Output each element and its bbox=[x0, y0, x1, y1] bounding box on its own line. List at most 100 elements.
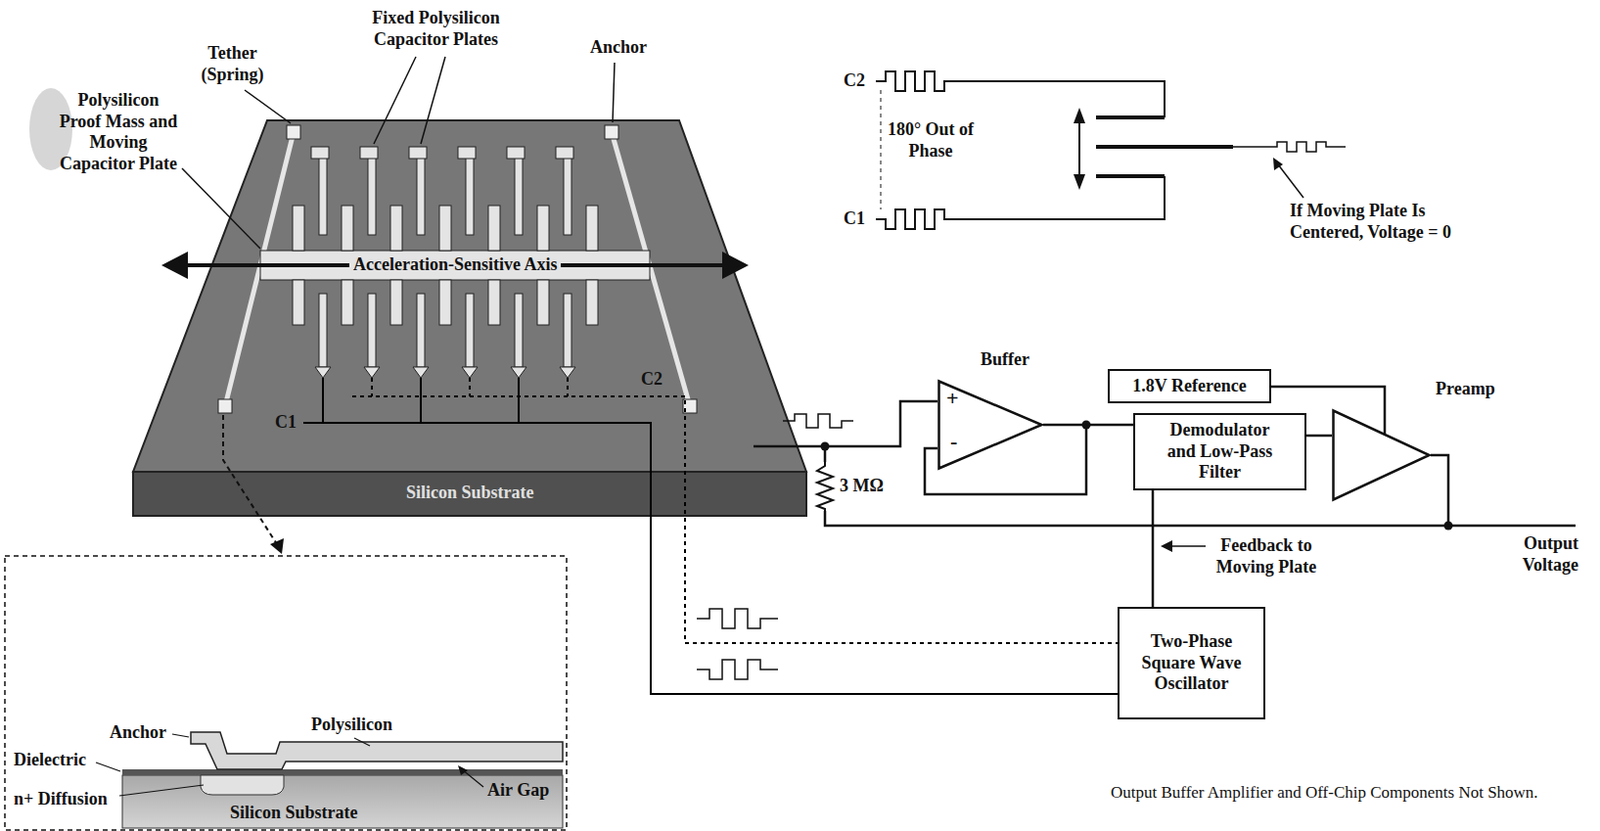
moving-finger bbox=[586, 279, 598, 325]
part-label: If Moving Plate Is Centered, Voltage = 0 bbox=[1289, 200, 1491, 243]
amplifier-outline bbox=[1331, 409, 1431, 502]
moving-finger bbox=[292, 205, 305, 251]
resistor-gap bbox=[812, 461, 838, 511]
leader-line bbox=[420, 56, 446, 144]
square-wave bbox=[875, 176, 1165, 229]
fixed-plate bbox=[311, 146, 574, 235]
fixed-plate bbox=[319, 293, 327, 367]
part-label: n+ Diffusion bbox=[13, 788, 108, 811]
wire bbox=[370, 377, 373, 397]
amplifier-triangle: Buffer+- bbox=[937, 379, 1044, 470]
wire bbox=[517, 377, 520, 423]
part-label: Acceleration-Sensitive Axis bbox=[349, 254, 561, 276]
box-label: 1.8V Reference bbox=[1132, 375, 1246, 398]
moving-finger bbox=[537, 279, 549, 325]
part-label: 3 MΩ bbox=[839, 475, 884, 498]
arrow-head bbox=[1160, 540, 1173, 552]
plate-anchor bbox=[457, 146, 476, 159]
moving-finger bbox=[292, 279, 305, 325]
plate-anchor bbox=[360, 146, 378, 159]
dielectric-layer bbox=[122, 769, 563, 776]
moving-finger bbox=[488, 279, 501, 325]
callout-line bbox=[223, 414, 277, 545]
sense-wire bbox=[753, 445, 825, 449]
plate-wiring bbox=[303, 377, 1118, 694]
part-label: Fixed Polysilicon Capacitor Plates bbox=[345, 7, 527, 50]
process-box: Demodulator and Low-Pass Filter bbox=[1133, 412, 1307, 491]
fixed-plate bbox=[367, 156, 376, 235]
part-label: Silicon Substrate bbox=[229, 802, 359, 824]
fixed-plate bbox=[416, 156, 425, 235]
amplifier-name: Preamp bbox=[1435, 378, 1496, 401]
moving-finger bbox=[439, 279, 452, 325]
fixed-plate bbox=[563, 156, 572, 235]
junction-dot bbox=[1082, 420, 1092, 430]
part-label: Anchor bbox=[109, 722, 167, 744]
square-wave bbox=[696, 608, 778, 629]
wire bbox=[419, 377, 422, 423]
cross-section-inset bbox=[4, 555, 567, 830]
moving-finger bbox=[439, 205, 452, 251]
polysilicon-beam bbox=[190, 731, 563, 770]
square-wave bbox=[782, 413, 854, 428]
plate-anchor bbox=[559, 366, 576, 378]
box-label: Two-Phase Square Wave Oscillator bbox=[1131, 631, 1253, 695]
plate-anchor bbox=[311, 146, 329, 159]
leader-line bbox=[119, 784, 204, 796]
leader-line bbox=[95, 762, 121, 772]
amplifier-triangle: Preamp bbox=[1331, 409, 1431, 502]
moving-finger bbox=[341, 279, 354, 325]
fixed-plate bbox=[367, 293, 376, 367]
leader-line bbox=[182, 168, 261, 249]
part-label: C2 bbox=[640, 368, 663, 391]
fixed-plate bbox=[465, 293, 474, 367]
part-label: Tether (Spring) bbox=[181, 43, 284, 86]
chip-face bbox=[133, 120, 807, 472]
amplifier-triangle bbox=[939, 381, 1043, 469]
plate-anchor bbox=[506, 146, 525, 159]
process-box: 1.8V Reference bbox=[1107, 368, 1272, 404]
moving-finger bbox=[341, 205, 354, 251]
arrow-head bbox=[161, 251, 188, 279]
square-wave bbox=[696, 659, 778, 680]
square-wave bbox=[875, 71, 1165, 118]
arrow-head bbox=[1073, 107, 1086, 124]
n-diffusion bbox=[200, 775, 284, 795]
pin-sign: + bbox=[946, 385, 960, 412]
leader-line bbox=[373, 56, 416, 144]
chip-body bbox=[133, 120, 807, 516]
arrow-head bbox=[1073, 174, 1086, 190]
output-wire bbox=[1448, 524, 1576, 528]
arrow-head bbox=[722, 251, 749, 279]
part-label: Polysilicon bbox=[311, 714, 393, 736]
motion-arrow bbox=[1078, 121, 1081, 177]
plate-anchor bbox=[364, 366, 380, 378]
capacitor-principle bbox=[875, 71, 1346, 229]
junction-dot bbox=[821, 442, 830, 452]
wire bbox=[566, 377, 569, 397]
plate-anchor bbox=[412, 366, 429, 378]
anchor-pad bbox=[286, 125, 301, 139]
leader-line bbox=[354, 737, 370, 746]
fixed-plate bbox=[416, 293, 425, 367]
leader-line bbox=[172, 733, 189, 737]
process-box: Two-Phase Square Wave Oscillator bbox=[1117, 606, 1266, 720]
part-label: Output Voltage bbox=[1492, 533, 1579, 576]
fixed-plate bbox=[514, 293, 523, 367]
wire bbox=[468, 377, 471, 397]
fixed-plate bbox=[465, 156, 474, 235]
part-label: Output Buffer Amplifier and Off-Chip Com… bbox=[1110, 782, 1539, 803]
junction-dot bbox=[1444, 521, 1454, 531]
square-wave bbox=[1233, 141, 1346, 152]
part-label: C1 bbox=[843, 208, 866, 230]
part-label: Air Gap bbox=[487, 779, 549, 802]
signal-wire bbox=[1151, 490, 1155, 607]
pin-sign: - bbox=[950, 428, 958, 455]
feedback-arrow bbox=[1170, 545, 1206, 548]
inset-frame bbox=[4, 555, 567, 830]
box-label: Demodulator and Low-Pass Filter bbox=[1159, 419, 1281, 484]
moving-finger bbox=[390, 279, 403, 325]
leader-lines bbox=[95, 733, 484, 796]
plate-anchor bbox=[555, 146, 574, 159]
